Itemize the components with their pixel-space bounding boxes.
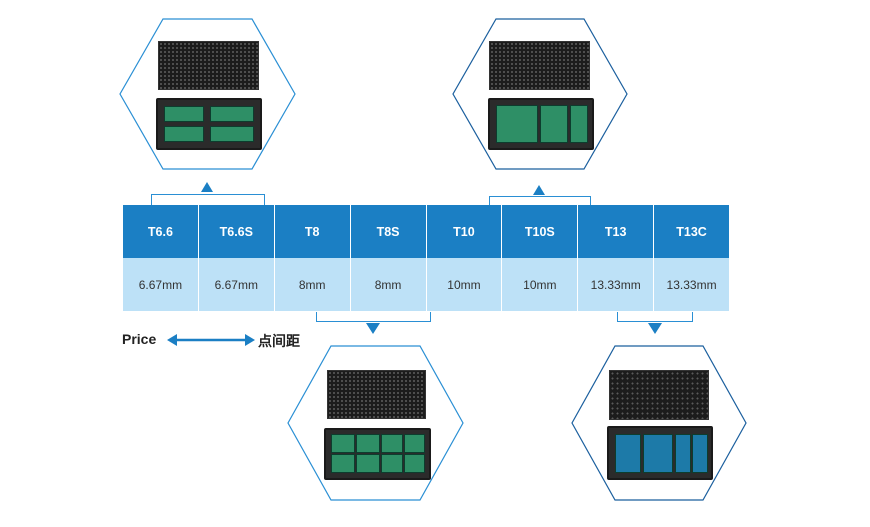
driver-board xyxy=(331,434,355,453)
driver-board xyxy=(210,126,254,142)
pitch-label: 点间距 xyxy=(258,333,300,349)
driver-board xyxy=(356,454,380,473)
driver-board xyxy=(675,434,691,473)
led-panel-back xyxy=(156,98,262,150)
model-cell: T6.6 xyxy=(123,205,199,258)
pitch-cell: 13.33mm xyxy=(666,277,717,292)
pitch-cell: 6.67mm xyxy=(123,258,199,311)
led-panel-front xyxy=(489,41,590,90)
driver-board xyxy=(643,434,673,473)
arrow-up-icon xyxy=(201,182,213,192)
pitch-cell: 8mm xyxy=(275,258,351,311)
pitch-cell: 10mm xyxy=(502,258,579,311)
driver-board xyxy=(692,434,708,473)
driver-board xyxy=(164,106,204,122)
arrow-down-icon xyxy=(366,323,380,334)
driver-board xyxy=(164,126,204,142)
driver-board xyxy=(210,106,254,122)
model-cell: T6.6S xyxy=(199,205,275,258)
led-panel-front xyxy=(158,41,259,90)
driver-board xyxy=(615,434,641,473)
pitch-cell: 8mm xyxy=(351,258,427,311)
bracket-top-left xyxy=(151,194,265,205)
bracket-bottom-center xyxy=(316,312,431,322)
pitch-cell: 13.33mm xyxy=(578,258,655,311)
driver-board xyxy=(570,105,588,143)
pitch-cell: 6.67mm xyxy=(199,258,275,311)
double-arrow-icon xyxy=(167,334,255,346)
price-pitch-legend: Price 点间距 xyxy=(122,331,322,351)
driver-board xyxy=(496,105,538,143)
model-cell: T10S xyxy=(502,205,579,258)
model-cell: T8 xyxy=(275,205,351,258)
led-panel-front xyxy=(327,370,426,419)
bracket-top-right xyxy=(489,196,591,205)
driver-board xyxy=(404,434,425,453)
driver-board xyxy=(381,434,403,453)
driver-board xyxy=(404,454,425,473)
model-cell: T8S xyxy=(351,205,427,258)
arrow-down-icon xyxy=(648,323,662,334)
led-panel-back xyxy=(488,98,594,150)
model-header-row: T6.6 T6.6S T8 T8S T10 T10S T13 T13C xyxy=(123,205,729,258)
led-panel-back xyxy=(607,426,713,480)
model-cell: T13C xyxy=(676,224,707,239)
driver-board xyxy=(381,454,403,473)
bracket-bottom-right xyxy=(617,312,693,322)
model-cell: T10 xyxy=(427,205,503,258)
led-panel-back xyxy=(324,428,431,480)
pitch-cell: 10mm xyxy=(427,258,503,311)
arrow-up-icon xyxy=(533,185,545,195)
led-panel-front xyxy=(609,370,709,420)
driver-board xyxy=(540,105,568,143)
price-label: Price xyxy=(122,331,157,347)
driver-board xyxy=(331,454,355,473)
pitch-table: T6.6 T6.6S T8 T8S T10 T10S T13 T13C 6.67… xyxy=(123,205,729,311)
model-cell: T13 xyxy=(578,205,655,258)
driver-board xyxy=(356,434,380,453)
pitch-row: 6.67mm 6.67mm 8mm 8mm 10mm 10mm 13.33mm … xyxy=(123,258,729,311)
